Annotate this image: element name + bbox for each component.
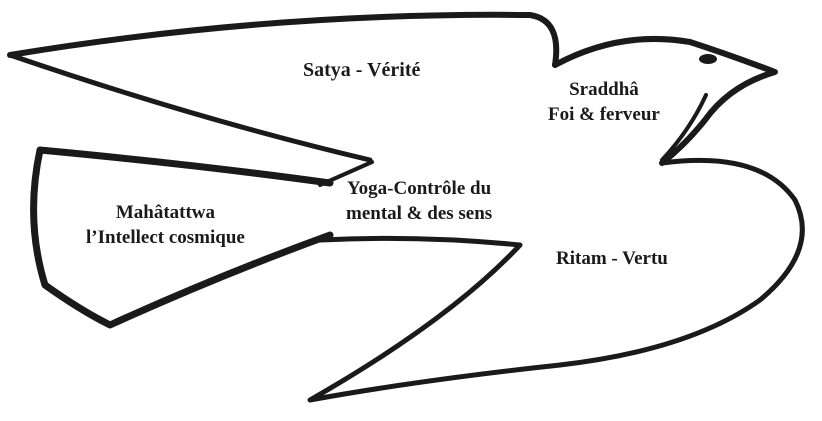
label-yoga-line1: Yoga-Contrôle du	[347, 178, 492, 199]
label-sraddha-line1: Sraddhâ	[569, 79, 639, 100]
label-ritam: Ritam - Vertu	[556, 247, 668, 272]
label-mahatattwa-line2: l’Intellect cosmique	[86, 226, 245, 248]
label-sraddha-line2: Foi & ferveur	[548, 103, 660, 125]
label-satya: Satya - Vérité	[303, 57, 420, 83]
eye-icon	[699, 54, 717, 64]
label-ritam-text: Ritam - Vertu	[556, 248, 668, 269]
upper-wing-lower-edge	[7, 52, 373, 163]
label-yoga: Yoga-Contrôle du mental & des sens	[346, 177, 492, 226]
body-outline	[307, 157, 805, 403]
label-satya-text: Satya - Vérité	[303, 59, 421, 81]
label-mahatattwa-line1: Mahâtattwa	[115, 202, 216, 223]
lower-wing-outline	[30, 146, 334, 329]
head-outline	[552, 35, 778, 166]
label-yoga-line2: mental & des sens	[346, 202, 493, 224]
wing-fold-stroke	[318, 160, 374, 187]
chin-stroke	[660, 93, 708, 162]
label-sraddha: Sraddhâ Foi & ferveur	[548, 78, 660, 127]
label-mahatattwa: Mahâtattwa l’Intellect cosmique	[86, 201, 245, 250]
upper-wing-outline	[7, 11, 560, 68]
